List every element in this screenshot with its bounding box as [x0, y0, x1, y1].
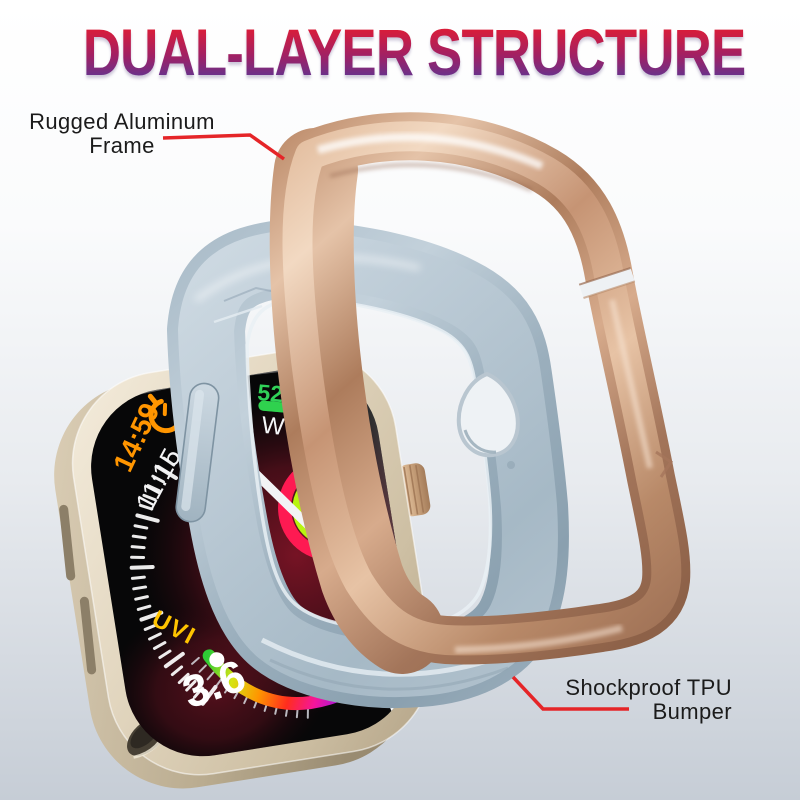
dial-tick-marks	[129, 456, 218, 706]
bumper-ring-face	[178, 230, 558, 698]
leader-line-frame	[162, 133, 286, 161]
leader-line-bumper	[511, 675, 629, 711]
callout-tpu-bumper: Shockproof TPU Bumper	[550, 676, 732, 724]
speaker-slot-icon	[59, 504, 76, 581]
callout-aluminum-frame: Rugged Aluminum Frame	[14, 110, 230, 158]
callout-bumper-line2: Bumper	[652, 699, 732, 724]
frame-gap	[578, 267, 636, 299]
frame-specular	[609, 299, 653, 469]
bumper-crown-cutout	[456, 371, 520, 458]
speaker-slot-icon	[79, 596, 97, 675]
bumper-bottom-step	[260, 637, 506, 677]
callout-frame-line2: Frame	[89, 133, 155, 158]
bumper-button-slot	[175, 382, 220, 523]
callout-bumper-line1: Shockproof TPU	[565, 675, 732, 700]
callout-frame-line1: Rugged Aluminum	[29, 109, 215, 134]
frame-specular	[316, 133, 544, 170]
bumper-corner-facet	[213, 304, 263, 324]
bumper-inner-rim	[245, 296, 493, 631]
bumper-bottom-step	[269, 658, 509, 691]
frame-specular	[454, 624, 623, 654]
bumper-dimple	[507, 461, 515, 469]
uv-gauge-dot	[209, 652, 225, 668]
frame-shade	[329, 162, 533, 192]
frame-notch	[655, 450, 674, 478]
aluminum-frame	[269, 112, 691, 674]
tpu-bumper	[167, 219, 569, 709]
frame-ring-face	[282, 121, 682, 656]
